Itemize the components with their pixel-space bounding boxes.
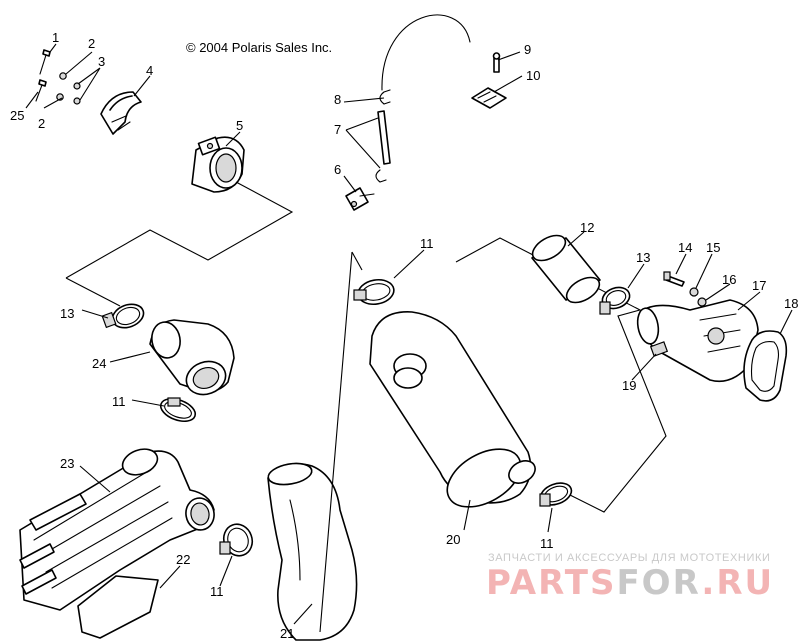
heat-shield-part-4: [100, 91, 142, 135]
callout-24: 24: [92, 356, 106, 371]
exhaust-outlet-part-17: [636, 299, 759, 383]
callout-15: 15: [706, 240, 720, 255]
bracket-part-6: [345, 187, 375, 211]
callout-10: 10: [526, 68, 540, 83]
assembly-line-right: [455, 237, 667, 513]
callout-11d: 11: [540, 536, 554, 551]
callout-2b: 2: [38, 116, 45, 131]
callout-12: 12: [580, 220, 594, 235]
hook-part-8: [379, 89, 391, 105]
callout-11c: 11: [420, 236, 434, 251]
nut-part-3: [73, 82, 81, 105]
washer-part-15: [689, 287, 699, 297]
callout-14: 14: [678, 240, 692, 255]
cable-line: [381, 14, 471, 91]
callout-5: 5: [236, 118, 243, 133]
watermark-brand-c: .RU: [701, 563, 774, 603]
callout-17: 17: [752, 278, 766, 293]
callout-13a: 13: [60, 306, 74, 321]
clip-part-10: [471, 87, 507, 109]
clamp-part-11c: [353, 278, 395, 306]
callout-16: 16: [722, 272, 736, 287]
exhaust-manifold-part-23: [19, 448, 215, 611]
assembly-line-center-b: [351, 251, 363, 271]
callout-21: 21: [280, 626, 294, 641]
callout-20: 20: [446, 532, 460, 547]
callout-labels: 1 2 3 4 25 2 5 8 7 6 9 10 11 12 13 14 15…: [10, 30, 798, 641]
watermark-brand: PARTSFOR.RU: [486, 563, 774, 603]
clamp-part-13a: [101, 303, 145, 329]
callout-25: 25: [10, 108, 24, 123]
clamp-part-11b: [219, 523, 254, 557]
callout-2a: 2: [88, 36, 95, 51]
clamp-part-11d: [539, 482, 573, 507]
bolt-part-25: [35, 79, 47, 102]
callout-4: 4: [146, 63, 153, 78]
bolt-part-1: [39, 49, 51, 75]
clamp-part-13b: [599, 286, 631, 315]
clamp-part-11a: [159, 397, 197, 423]
nut-part-16: [697, 297, 707, 307]
fitting-part-19: [649, 341, 669, 357]
callout-1: 1: [52, 30, 59, 45]
callout-3: 3: [98, 54, 105, 69]
elbow-pipe-part-24: [149, 319, 235, 396]
copyright-text: © 2004 Polaris Sales Inc.: [186, 40, 332, 55]
callout-8: 8: [334, 92, 341, 107]
assembly-line-left-b: [65, 277, 121, 307]
gasket-part-22: [77, 575, 159, 639]
callout-19: 19: [622, 378, 636, 393]
callout-18: 18: [784, 296, 798, 311]
gasket-part-18: [743, 330, 788, 402]
watermark-brand-a: PARTS: [486, 563, 616, 603]
assembly-line-center: [319, 251, 353, 633]
curved-pipe-part-21: [267, 462, 358, 641]
watermark-logo: ЗАПЧАСТИ И АКСЕССУАРЫ ДЛЯ МОТОТЕХНИКИ PA…: [486, 552, 774, 603]
callout-6: 6: [334, 162, 341, 177]
exhaust-coupler-part-5: [191, 136, 245, 193]
muffler-part-20: [369, 311, 536, 508]
spring-part-7: [375, 110, 391, 183]
screw-part-9: [492, 52, 501, 73]
callout-7: 7: [334, 122, 341, 137]
watermark-brand-b: FOR: [616, 563, 701, 603]
washer-part-2a: [59, 72, 67, 80]
sleeve-part-12: [531, 234, 601, 304]
leader-lines: [25, 43, 793, 625]
callout-9: 9: [524, 42, 531, 57]
callout-23: 23: [60, 456, 74, 471]
callout-22: 22: [176, 552, 190, 567]
callout-11a: 11: [112, 394, 126, 409]
callout-13b: 13: [636, 250, 650, 265]
callout-11b: 11: [210, 584, 224, 599]
watermark-tagline: ЗАПЧАСТИ И АКСЕССУАРЫ ДЛЯ МОТОТЕХНИКИ: [488, 552, 770, 564]
bolt-part-14: [663, 271, 685, 287]
assembly-line-left: [65, 181, 294, 279]
